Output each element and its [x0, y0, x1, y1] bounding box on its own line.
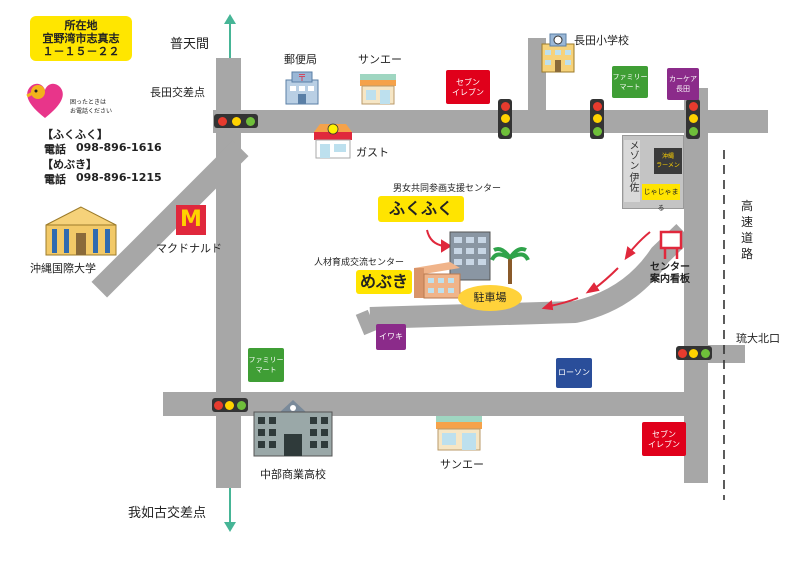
label-ganeko-intersection: 我如古交差点	[128, 506, 207, 521]
expressway-char4: 路	[740, 247, 753, 261]
road-main-horizontal-top	[213, 110, 768, 133]
okinawa-university-icon	[45, 206, 117, 256]
maison-iza-label-box: メゾン 伊佐	[624, 140, 640, 202]
road-main-horizontal-bottom	[163, 392, 703, 416]
seven-top-line2: イレブン	[452, 88, 484, 97]
car-care-line1: カーケア	[669, 75, 697, 83]
familymart-top-sign: ファミリー マート	[612, 66, 648, 98]
center-sign-label: センター 案内看板	[646, 262, 694, 286]
contact-mebuki-label: 電話	[44, 173, 66, 186]
road-main-vertical-left	[216, 58, 241, 488]
label-nagata-intersection: 長田交差点	[150, 86, 205, 99]
seven-top-line1: セブン	[456, 78, 480, 87]
contact-mebuki-name: 【めぶき】	[42, 158, 97, 171]
label-jinzai-center: 人材育成交流センター	[314, 258, 405, 268]
contact-fukufuku-name: 【ふくふく】	[42, 128, 108, 141]
seven-bottom-line1: セブン	[652, 430, 676, 439]
address-number: １－１５－２２	[42, 45, 120, 58]
svg-text:〒: 〒	[297, 74, 306, 84]
address-city: 宜野湾市志真志	[42, 32, 120, 45]
mascot-text-2: お電話ください	[70, 108, 113, 115]
fukufuku-label: ふくふく	[378, 196, 464, 222]
maison-line1: メゾン	[627, 140, 638, 170]
traffic-light-ryudai	[676, 346, 712, 360]
seven-eleven-top-sign: セブン イレブン	[446, 70, 490, 104]
center-signboard-icon	[659, 230, 683, 259]
famima-bottom-line1: ファミリー	[248, 356, 284, 364]
label-okinawa-university: 沖縄国際大学	[30, 262, 96, 275]
contact-fukufuku-label: 電話	[44, 143, 66, 156]
fukufuku-building-icon	[449, 231, 491, 281]
address-box: 所在地 宜野湾市志真志 １－１５－２２	[30, 16, 132, 61]
road-vertical-right	[684, 88, 708, 483]
contact-fukufuku-phone[interactable]: 098-896-1616	[76, 141, 162, 154]
mascot-text-1: 困ったときは	[70, 99, 107, 106]
traffic-light-top-middle	[498, 99, 512, 139]
label-nagata-school: 長田小学校	[574, 34, 629, 47]
sanei-bottom-store-icon	[436, 416, 482, 451]
jajamaru-sign: じゃじゃまる	[642, 184, 680, 212]
nagata-school-icon	[541, 33, 575, 73]
sanei-top-store-icon	[360, 74, 396, 105]
gusto-restaurant-icon	[314, 123, 352, 159]
mebuki-label: めぶき	[356, 270, 412, 294]
label-ryudai-north: 琉大北口	[736, 332, 780, 345]
mascot-heart-icon	[26, 83, 63, 118]
label-mcdonalds: マクドナルド	[156, 242, 222, 255]
contact-mebuki-phone[interactable]: 098-896-1215	[76, 171, 162, 184]
lawson-sign: ローソン	[556, 358, 592, 388]
expressway-dashed-line	[723, 150, 725, 500]
palm-tree-icon	[490, 247, 530, 284]
seven-bottom-line2: イレブン	[648, 440, 680, 449]
expressway-char2: 速	[740, 215, 753, 229]
maison-line2: 伊佐	[627, 172, 638, 192]
post-office-icon: 〒	[285, 71, 319, 105]
iwaki-sign: イワキ	[376, 324, 406, 350]
center-sign-line1: センター	[650, 262, 690, 273]
famima-top-line2: マート	[619, 83, 641, 91]
expressway-char1: 高	[740, 199, 753, 213]
seven-eleven-bottom-sign: セブン イレブン	[642, 422, 686, 456]
label-post-office: 郵便局	[284, 53, 317, 66]
car-care-line2: 長田	[676, 85, 690, 93]
address-heading: 所在地	[64, 19, 98, 32]
parking-area: 駐車場	[458, 285, 522, 311]
center-sign-line2: 案内看板	[650, 274, 690, 285]
car-care-sign: カーケア 長田	[667, 68, 699, 100]
traffic-light-nagata	[214, 114, 258, 128]
mcdonalds-logo-icon: M	[176, 205, 206, 235]
mebuki-building-icon	[414, 262, 461, 299]
ramen-shop-sign: 沖縄 ラーメン	[654, 148, 682, 174]
arrow-up-futenma	[224, 14, 236, 58]
label-gusto: ガスト	[356, 146, 389, 159]
label-danjo-center: 男女共同参画支援センター	[393, 184, 502, 194]
label-sanei-top: サンエー	[358, 53, 402, 66]
label-chubu-high-school: 中部商業高校	[260, 468, 326, 481]
famima-bottom-line2: マート	[255, 366, 277, 374]
expressway-char3: 道	[740, 231, 753, 245]
famima-top-line1: ファミリー	[612, 73, 648, 81]
traffic-light-top-right-1	[590, 99, 604, 139]
label-sanei-bottom: サンエー	[440, 458, 484, 471]
label-futenma: 普天間	[170, 37, 210, 52]
arrow-down-ganeko	[224, 488, 236, 532]
traffic-light-top-right-2	[686, 99, 700, 139]
chubu-high-school-icon	[253, 400, 333, 457]
familymart-bottom-sign: ファミリー マート	[248, 348, 284, 382]
expressway-label: 高 速 道 路	[740, 198, 754, 262]
ramen-line1: 沖縄	[661, 153, 674, 160]
traffic-light-bottom-left	[212, 398, 248, 412]
ramen-line2: ラーメン	[656, 162, 680, 169]
